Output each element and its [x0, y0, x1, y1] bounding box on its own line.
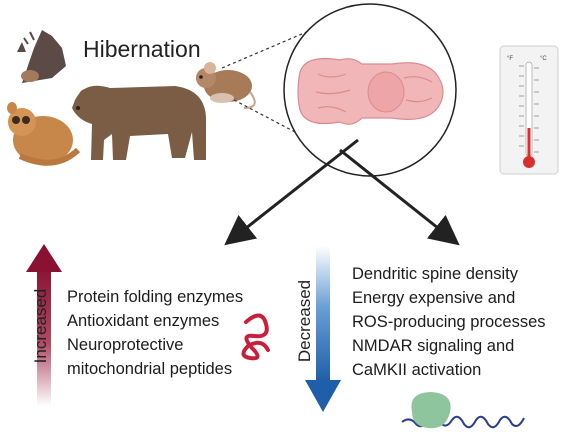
branch-arrows: [224, 138, 460, 246]
mouse-lemur-icon: [7, 102, 81, 166]
increased-item: Neuroprotective: [67, 336, 184, 354]
misfolded-protein-icon: [241, 313, 270, 361]
brain-icon: [283, 3, 457, 177]
decreased-item: Energy expensive and: [352, 289, 516, 307]
increased-label: Increased: [31, 288, 50, 364]
thermo-f-unit: °F: [507, 56, 513, 62]
decreased-arrow: [305, 246, 341, 412]
increased-list: Protein folding enzymes Antioxidant enzy…: [67, 285, 243, 381]
decreased-item: Dendritic spine density: [352, 265, 518, 283]
thermometer-icon: °F °C: [499, 45, 559, 175]
decreased-item: ROS-producing processes: [352, 313, 546, 331]
increased-item: Protein folding enzymes: [67, 288, 244, 306]
receptor-protein-icon: [401, 392, 525, 429]
increased-item: Antioxidant enzymes: [67, 312, 220, 330]
increased-item: mitochondrial peptides: [67, 360, 233, 378]
decreased-item: NMDAR signaling and: [352, 337, 515, 355]
increased-arrow: [26, 244, 62, 406]
decreased-label: Decreased: [295, 279, 314, 363]
decreased-list: Dendritic spine density Energy expensive…: [352, 262, 546, 382]
bat-icon: [17, 30, 66, 83]
hibernation-title: Hibernation: [83, 36, 201, 62]
decreased-item: CaMKII activation: [352, 361, 482, 379]
mouse-icon: [196, 62, 256, 109]
thermo-c-unit: °C: [540, 56, 547, 62]
bear-icon: [72, 85, 206, 160]
